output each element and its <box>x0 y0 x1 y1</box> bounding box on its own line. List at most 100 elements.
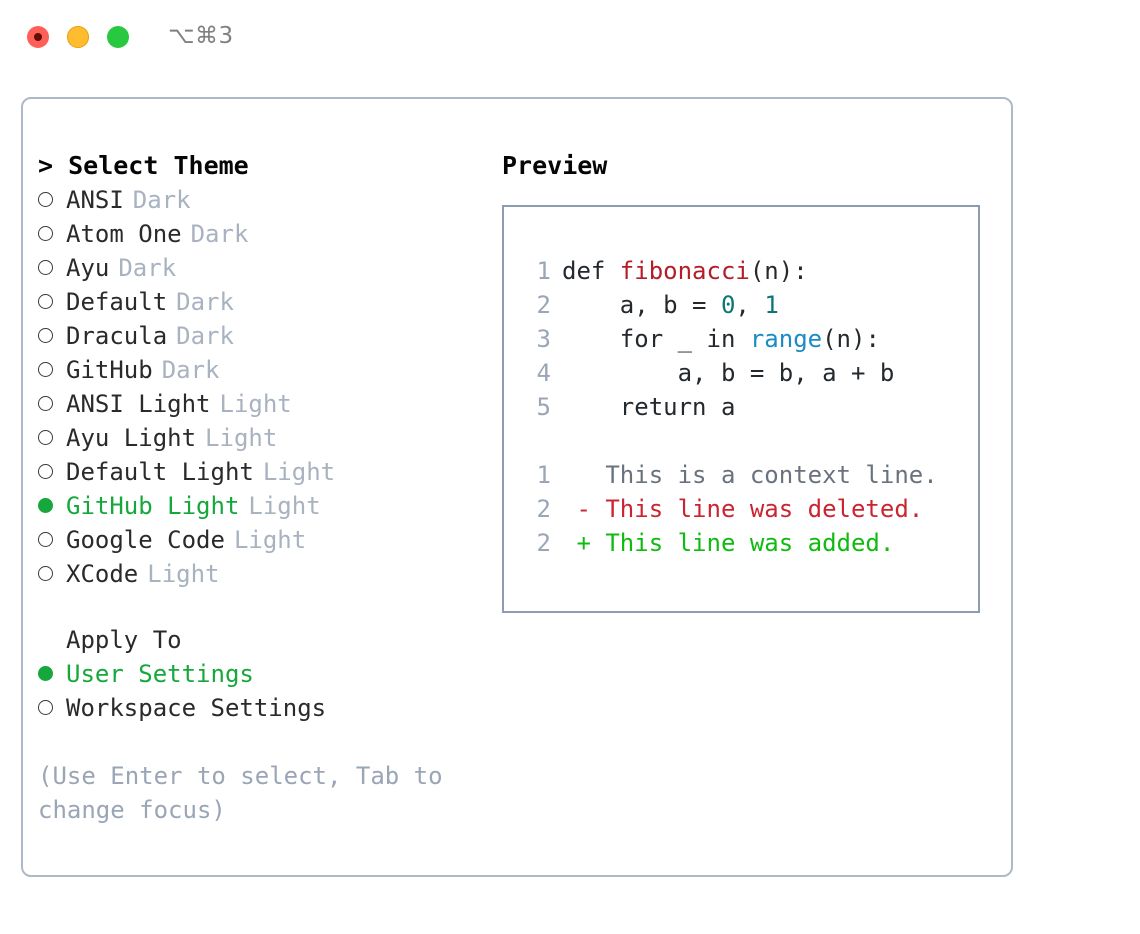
theme-name: Atom One <box>66 220 182 248</box>
radio-unselected-icon <box>38 455 66 489</box>
theme-option-dracula[interactable]: Dracula Dark <box>38 319 488 353</box>
title-bar: ⌥⌘3 <box>0 0 1140 78</box>
line-number: 1 <box>536 257 551 285</box>
minimize-window-button[interactable] <box>67 26 89 48</box>
theme-option-default-light[interactable]: Default Light Light <box>38 455 488 489</box>
close-window-button[interactable] <box>27 26 49 48</box>
theme-option-atom-one[interactable]: Atom One Dark <box>38 217 488 251</box>
code-token: (n): <box>822 325 880 353</box>
radio-unselected-icon <box>38 387 66 421</box>
code-token: (n): <box>749 257 808 285</box>
theme-option-ansi[interactable]: ANSI Dark <box>38 183 488 217</box>
apply-to-option-label: User Settings <box>66 660 254 688</box>
code-token: return a <box>562 393 736 421</box>
radio-unselected-icon <box>38 183 66 217</box>
radio-unselected-icon <box>38 523 66 557</box>
preview-heading: Preview <box>502 151 608 180</box>
code-line: 5 return a <box>523 390 938 424</box>
radio-unselected-icon <box>38 285 66 319</box>
line-number: 2 <box>536 529 551 557</box>
radio-unselected-icon <box>38 353 66 387</box>
theme-variant-label: Light <box>205 424 278 452</box>
theme-name: Dracula <box>66 322 168 350</box>
diff-line-content: + This line was added. <box>562 529 895 557</box>
line-number: 4 <box>536 359 551 387</box>
radio-unselected-icon <box>38 319 66 353</box>
diff-line: 1 This is a context line. <box>523 458 938 492</box>
code-line-content: a, b = 0, 1 <box>562 288 779 322</box>
code-line-content: for _ in range(n): <box>562 322 880 356</box>
theme-option-default[interactable]: Default Dark <box>38 285 488 319</box>
apply-to-option-workspace-settings[interactable]: Workspace Settings <box>38 691 488 725</box>
radio-selected-icon <box>38 489 66 523</box>
theme-variant-label: Light <box>147 560 220 588</box>
theme-option-xcode[interactable]: XCode Light <box>38 557 488 591</box>
theme-variant-label: Dark <box>118 254 177 282</box>
code-token: fibonacci <box>619 257 750 285</box>
theme-name: GitHub <box>66 356 153 384</box>
apply-to-option-label: Workspace Settings <box>66 694 327 722</box>
line-number: 5 <box>536 393 551 421</box>
theme-name: ANSI Light <box>66 390 211 418</box>
theme-name: XCode <box>66 560 139 588</box>
radio-selected-icon <box>38 657 66 691</box>
theme-name: Default <box>66 288 168 316</box>
code-token: 1 <box>764 291 779 319</box>
theme-option-ayu-light[interactable]: Ayu Light Light <box>38 421 488 455</box>
theme-name: Google Code <box>66 526 225 554</box>
diff-line-content: This is a context line. <box>562 461 938 489</box>
theme-variant-label: Light <box>248 492 321 520</box>
line-number: 3 <box>536 325 551 353</box>
theme-name: ANSI <box>66 186 124 214</box>
line-number: 2 <box>536 291 551 319</box>
code-token: a, b = b, a + b <box>562 359 895 387</box>
apply-to-option-user-settings[interactable]: User Settings <box>38 657 488 691</box>
theme-variant-label: Light <box>233 526 307 554</box>
code-line-content: a, b = b, a + b <box>562 356 895 390</box>
code-token: def <box>562 257 620 285</box>
diff-line-content: - This line was deleted. <box>562 495 924 523</box>
radio-unselected-icon <box>38 691 66 725</box>
code-line: 3 for _ in range(n): <box>523 322 938 356</box>
radio-unselected-icon <box>38 217 66 251</box>
code-token: for _ in <box>562 325 750 353</box>
theme-variant-label: Dark <box>190 220 249 248</box>
theme-variant-label: Dark <box>176 322 234 350</box>
code-line: 1 def fibonacci(n): <box>523 254 938 288</box>
theme-variant-label: Dark <box>176 288 234 316</box>
theme-name: GitHub Light <box>66 492 240 520</box>
window-controls <box>27 26 129 48</box>
theme-name: Default Light <box>66 458 254 486</box>
theme-option-github-light[interactable]: GitHub Light Light <box>38 489 488 523</box>
apply-to-label: Apply To <box>66 626 182 654</box>
zoom-window-button[interactable] <box>107 26 129 48</box>
theme-option-github[interactable]: GitHub Dark <box>38 353 488 387</box>
theme-name: Ayu <box>66 254 110 282</box>
theme-option-ayu[interactable]: Ayu Dark <box>38 251 488 285</box>
code-spacer <box>523 424 938 458</box>
radio-unselected-icon <box>38 251 66 285</box>
line-number: 1 <box>536 461 551 489</box>
theme-option-google-code[interactable]: Google Code Light <box>38 523 488 557</box>
code-line-content: def fibonacci(n): <box>562 254 808 288</box>
theme-variant-label: Light <box>262 458 336 486</box>
theme-option-ansi-light[interactable]: ANSI Light Light <box>38 387 488 421</box>
theme-variant-label: Dark <box>161 356 220 384</box>
theme-name: Ayu Light <box>66 424 197 452</box>
theme-variant-label: Light <box>219 390 292 418</box>
keyboard-hint-text: (Use Enter to select, Tab to change focu… <box>38 762 458 824</box>
theme-variant-label: Dark <box>132 186 191 214</box>
diff-line: 2 + This line was added. <box>523 526 938 560</box>
keyboard-shortcut-label: ⌥⌘3 <box>168 23 234 49</box>
select-theme-heading: > Select Theme <box>38 151 249 180</box>
code-token: , <box>735 291 765 319</box>
